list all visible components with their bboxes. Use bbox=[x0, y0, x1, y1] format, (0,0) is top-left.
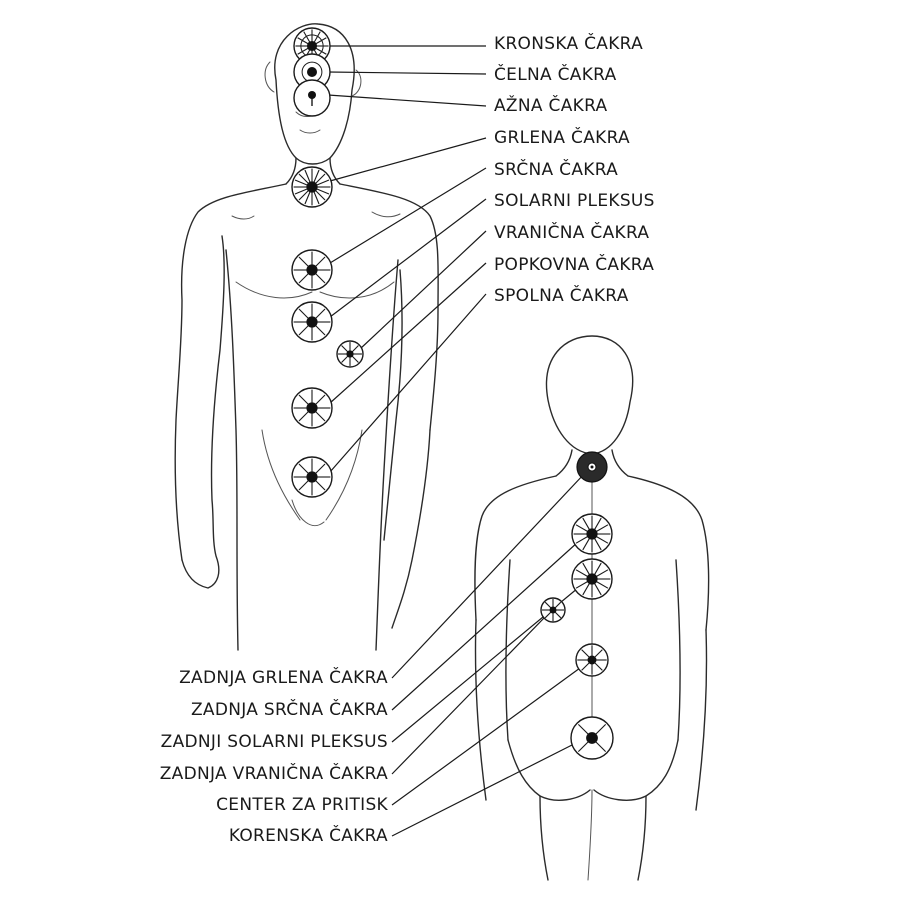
label-korenska-cakra: KORENSKA ČAKRA bbox=[228, 826, 388, 846]
leader-spolna-cakra bbox=[329, 293, 487, 473]
wheel-azna-cakra bbox=[293, 79, 331, 117]
leader-srcna-cakra bbox=[329, 167, 487, 264]
wheel-zadnja-grlena-cakra bbox=[576, 451, 608, 483]
leader-vranicna-cakra bbox=[359, 230, 487, 350]
label-vranicna-cakra: VRANIČNA ČAKRA bbox=[494, 223, 650, 243]
back-figure bbox=[474, 335, 710, 881]
front-figure bbox=[174, 23, 439, 651]
leader-zadnja-vranicna-cakra bbox=[391, 616, 546, 775]
leader-azna-cakra bbox=[327, 94, 487, 107]
chakra-wheels bbox=[291, 27, 614, 760]
leader-korenska-cakra bbox=[391, 743, 575, 837]
label-solarni-pleksus: SOLARNI PLEKSUS bbox=[494, 191, 655, 211]
leader-lines bbox=[327, 45, 586, 837]
label-zadnja-srcna-cakra: ZADNJA SRČNA ČAKRA bbox=[190, 700, 388, 720]
wheel-celna-cakra bbox=[293, 53, 331, 91]
wheel-center-za-pritisk bbox=[575, 643, 609, 677]
label-zadnja-vranicna-cakra: ZADNJA VRANIČNA ČAKRA bbox=[159, 764, 388, 784]
label-azna-cakra: AŽNA ČAKRA bbox=[494, 96, 608, 116]
leader-zadnja-grlena-cakra bbox=[391, 472, 586, 679]
leader-celna-cakra bbox=[327, 71, 487, 75]
wheel-korenska-cakra bbox=[570, 716, 614, 760]
wheel-zadnja-srcna-cakra bbox=[571, 513, 613, 555]
leader-solarni-pleksus bbox=[329, 198, 487, 318]
label-zadnji-solarni-pleksus: ZADNJI SOLARNI PLEKSUS bbox=[160, 732, 388, 752]
label-grlena-cakra: GRLENA ČAKRA bbox=[494, 128, 630, 148]
leader-popkovna-cakra bbox=[329, 262, 487, 404]
label-center-za-pritisk: CENTER ZA PRITISK bbox=[216, 795, 388, 815]
label-celna-cakra: ČELNA ČAKRA bbox=[494, 65, 617, 85]
leader-zadnja-srcna-cakra bbox=[391, 541, 579, 711]
wheel-grlena-cakra bbox=[291, 166, 333, 208]
label-spolna-cakra: SPOLNA ČAKRA bbox=[494, 286, 629, 306]
label-zadnja-grlena-cakra: ZADNJA GRLENA ČAKRA bbox=[179, 668, 388, 688]
wheel-zadnja-vranicna-cakra bbox=[540, 597, 566, 623]
wheel-spolna-cakra bbox=[291, 456, 333, 498]
leader-grlena-cakra bbox=[329, 137, 487, 182]
wheel-vranicna-cakra bbox=[336, 340, 364, 368]
label-kronska-cakra: KRONSKA ČAKRA bbox=[494, 34, 644, 54]
wheel-zadnji-solarni-pleksus bbox=[571, 558, 613, 600]
label-popkovna-cakra: POPKOVNA ČAKRA bbox=[494, 255, 655, 275]
wheel-srcna-cakra bbox=[291, 249, 333, 291]
leader-center-za-pritisk bbox=[391, 667, 581, 806]
label-srcna-cakra: SRČNA ČAKRA bbox=[494, 160, 619, 180]
wheel-popkovna-cakra bbox=[291, 387, 333, 429]
wheel-solarni-pleksus bbox=[291, 301, 333, 343]
